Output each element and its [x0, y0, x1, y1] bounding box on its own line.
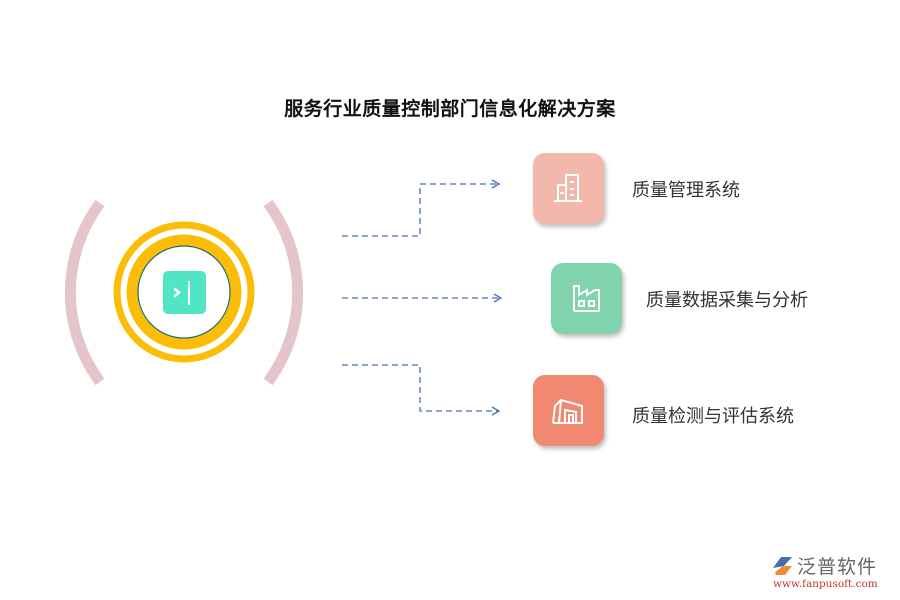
logo-mark-icon	[773, 557, 792, 575]
node-label-quality-management: 质量管理系统	[632, 180, 740, 201]
inner-ring	[126, 234, 242, 350]
brand-logo: 泛普软件 www.fanpusoft.com	[770, 552, 895, 597]
arrowhead-bottom	[491, 406, 501, 416]
factory-icon	[572, 284, 600, 312]
arrowhead-top	[491, 179, 501, 189]
page-title: 服务行业质量控制部门信息化解决方案	[284, 98, 616, 120]
terminal-sidebar-icon	[163, 271, 206, 314]
logo-name: 泛普软件	[797, 556, 878, 578]
warehouse-icon	[551, 398, 583, 424]
connector-top	[342, 183, 498, 237]
node-box-data-collection	[551, 263, 622, 334]
building-icon	[553, 173, 582, 202]
node-box-quality-management	[533, 153, 604, 224]
node-label-data-collection: 质量数据采集与分析	[646, 290, 808, 311]
outer-ring	[113, 221, 255, 363]
node-box-inspection-evaluation	[533, 375, 604, 446]
left-arc	[64, 199, 105, 386]
right-arc	[263, 199, 304, 386]
logo-url: www.fanpusoft.com	[773, 578, 878, 590]
arrowhead-middle	[493, 293, 503, 303]
connector-bottom	[342, 364, 498, 412]
node-label-inspection-evaluation: 质量检测与评估系统	[632, 406, 794, 427]
